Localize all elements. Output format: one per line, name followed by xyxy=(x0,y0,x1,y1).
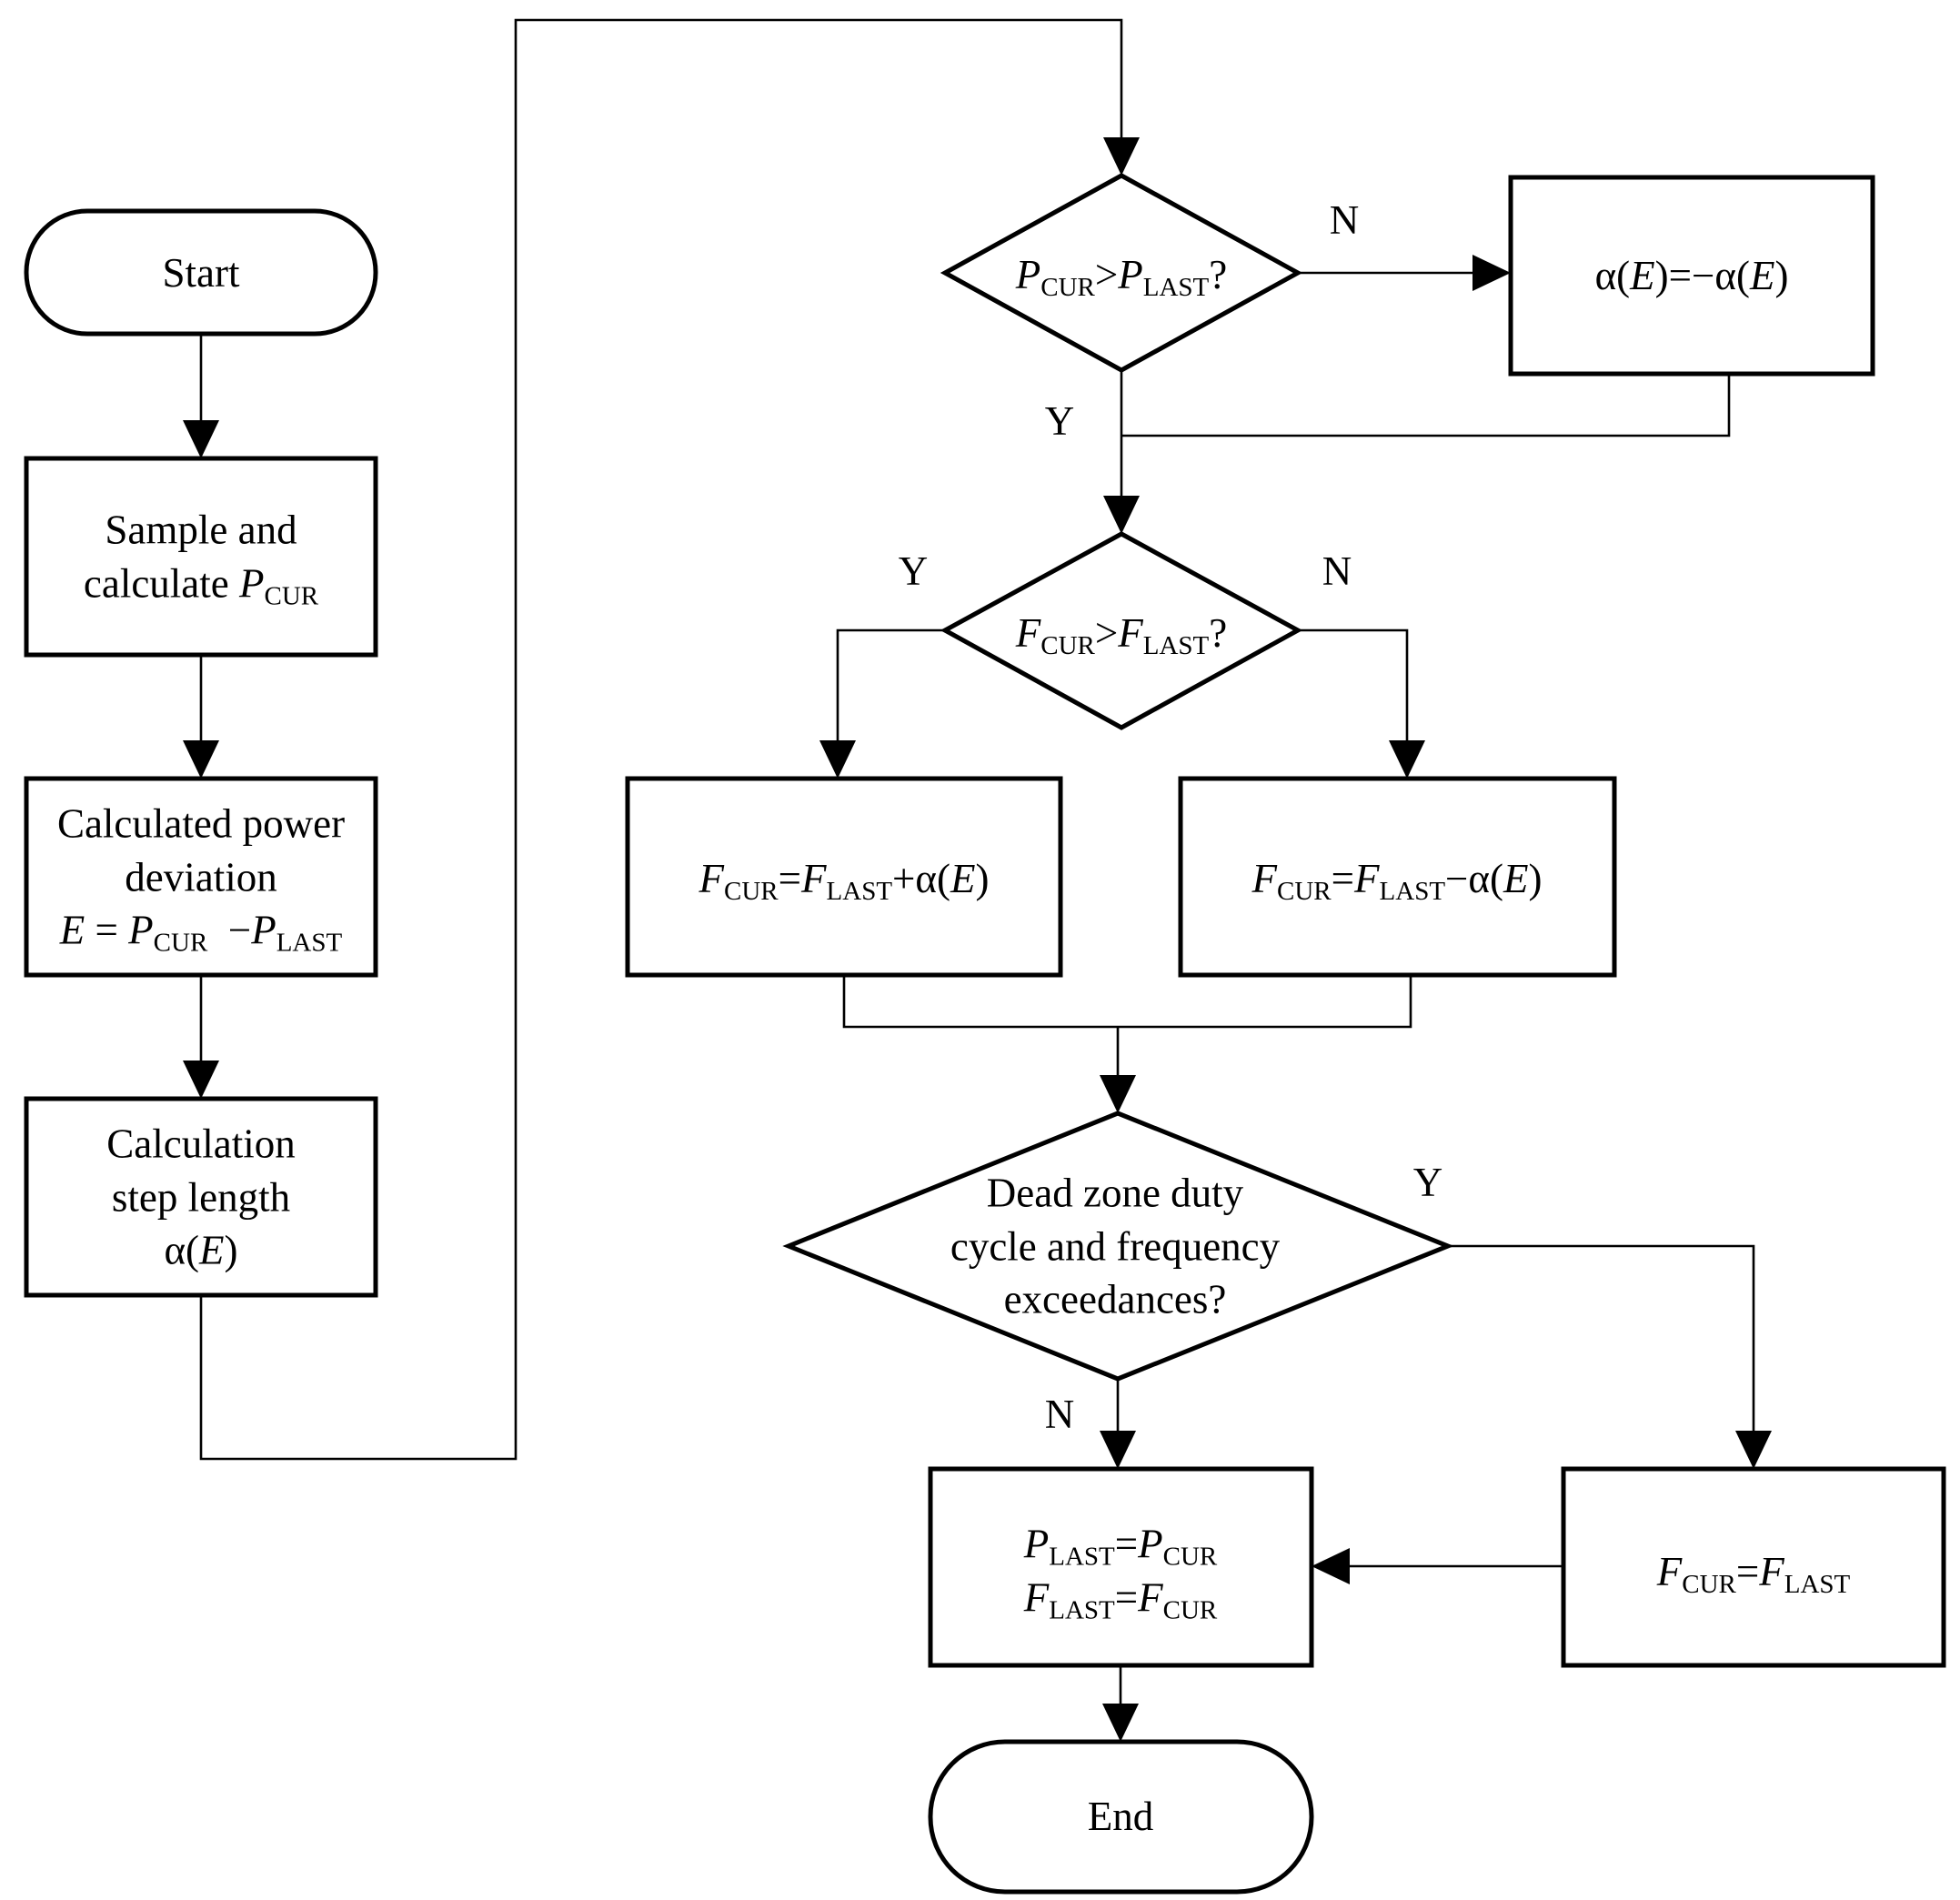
edge-label-deadzone-no: N xyxy=(1044,1392,1075,1437)
arrowhead-icon xyxy=(183,1061,219,1099)
hold-frequency-label: FCUR=FLAST xyxy=(1656,1548,1851,1599)
sample-box xyxy=(24,456,378,658)
edge-label-power-yes: Y xyxy=(1044,398,1075,444)
deviation-label: Calculated power deviation E = PCUR −PLA… xyxy=(56,800,346,958)
end-label: End xyxy=(1087,1793,1154,1839)
decision-power-label: PCUR>PLAST? xyxy=(1015,251,1228,302)
arrowhead-icon xyxy=(1103,137,1140,176)
arrowhead-icon xyxy=(819,740,856,779)
decision-frequency xyxy=(940,531,1303,730)
decrease-frequency-label: FCUR=FLAST−α(E) xyxy=(1251,855,1543,906)
connector-negate-merge xyxy=(1121,374,1731,437)
edge-label-frequency-no: N xyxy=(1322,548,1352,594)
arrowhead-icon xyxy=(183,740,219,779)
connector-frequency-no xyxy=(1298,628,1409,740)
edge-label-power-no: N xyxy=(1329,197,1360,243)
decision-frequency-label: FCUR>FLAST? xyxy=(1015,609,1228,660)
edge-label-deadzone-yes: Y xyxy=(1412,1160,1443,1205)
start-label: Start xyxy=(162,249,240,296)
arrowhead-icon xyxy=(1312,1548,1350,1584)
hold-frequency-box xyxy=(1561,1466,1946,1668)
arrowhead-icon xyxy=(1735,1431,1772,1469)
arrowhead-icon xyxy=(1473,255,1511,291)
arrowhead-icon xyxy=(1100,1431,1136,1469)
sample-label: Sample and calculate PCUR xyxy=(83,507,319,611)
update-label: PLAST=PCUR FLAST=FCUR xyxy=(1023,1521,1218,1625)
step-length-label: Calculation step length α(E) xyxy=(106,1121,296,1273)
deadzone-label: Dead zone duty cycle and frequency excee… xyxy=(950,1170,1281,1322)
negate-step-label: α(E)=−α(E) xyxy=(1594,252,1789,298)
end-terminal xyxy=(928,1739,1314,1895)
arrowhead-icon xyxy=(1102,1704,1139,1742)
arrowhead-icon xyxy=(1100,1075,1136,1113)
decrease-frequency-box xyxy=(1178,776,1617,978)
step-length-box xyxy=(24,1096,378,1298)
connector-step-decision xyxy=(199,18,1123,1461)
update-box xyxy=(928,1466,1314,1668)
increase-frequency-label: FCUR=FLAST+α(E) xyxy=(699,855,990,906)
connector-increase-merge xyxy=(842,975,1412,1029)
increase-frequency-box xyxy=(625,776,1063,978)
connector-deadzone-yes xyxy=(1448,1244,1755,1431)
negate-step-box xyxy=(1508,175,1875,377)
arrowhead-icon xyxy=(183,420,219,458)
edge-label-frequency-yes: Y xyxy=(898,548,929,594)
arrowhead-icon xyxy=(1103,496,1140,534)
arrowhead-icon xyxy=(1389,740,1425,779)
connector-frequency-yes xyxy=(836,628,945,740)
